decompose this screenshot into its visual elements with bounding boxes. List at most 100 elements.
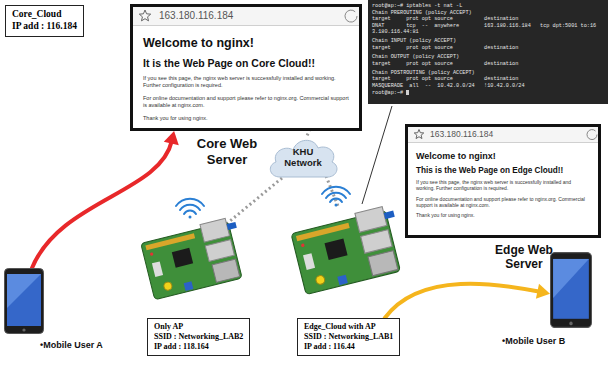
terminal-window: root@ap:~# iptables -t nat -LChain PRERO… [368,0,608,104]
led [301,243,305,247]
terminal-line: root@ap:~# iptables -t nat -L [372,3,604,10]
mobile-tablet: •Mobile User B [550,252,592,328]
wifi-symbol [322,187,350,207]
device-label: •Mobile User B [502,336,565,346]
body-text: Thank you for using nginx. [416,212,590,218]
chip [172,248,193,268]
wifi-arc [180,205,200,210]
tablet-screen [7,274,41,326]
box-heading: Core_Cloud [12,9,77,21]
terminal-line: target prot opt source destination [372,45,604,52]
flow-line [32,141,172,268]
flow-line [385,284,540,318]
tablet-device [550,252,592,328]
ethernet-port [212,259,240,282]
terminal-line: MASQUERADE all -- 10.42.0.0/24 !10.42.0.… [372,83,604,90]
terminal-line: Chain PREROUTING (policy ACCEPT) [372,10,604,17]
usb-port [361,230,392,254]
page-heading: Welcome to nginx! [143,36,349,50]
raspberry-pi [140,216,249,300]
audio-jack [184,281,194,291]
info-box: Core_CloudIP add : 116.184 [5,5,84,37]
body-text: For online documentation and support ple… [416,196,590,209]
wifi-arc [176,199,204,206]
terminal-line: root@ap:~# [372,90,604,97]
terminal-line: target prot opt source destination [372,61,604,68]
tablet-body [551,253,592,328]
home-button [22,328,25,331]
bookmark-star [139,10,150,21]
callout-line [362,106,392,204]
info-box: Edge_Cloud with APSSID : Networking_LAB1… [297,318,400,356]
screen-glare [7,274,41,308]
cloud-node: KHU Network [266,133,340,183]
reload-icon [345,10,357,22]
box-heading: Only AP [154,322,243,332]
dotted-link [224,178,282,226]
browser-icons [408,127,598,142]
terminal-cursor [406,90,409,95]
ip-address: IP add : 118.164 [154,342,243,352]
tablet-body [5,269,44,334]
connector [152,261,163,277]
body-text: For online documentation and support ple… [143,95,349,109]
terminal-line: DNAT tcp -- anywhere 163.180.116.184 tcp… [372,23,604,30]
chip [325,239,348,260]
body-text: If you see this page, the nginx web serv… [416,179,590,192]
browser-icons [133,7,359,25]
ssid: SSID : Networking_LAB1 [304,332,393,342]
tablet-screen [553,259,589,319]
wifi-arc [330,199,342,202]
wifi-dot [335,204,338,207]
tablet-device [4,268,44,334]
terminal-line: Chain OUTPUT (policy ACCEPT) [372,54,604,61]
device-label: •Mobile User A [40,340,103,350]
wifi-dot [189,216,192,219]
usb-port [205,240,234,262]
reload-icon [587,130,597,140]
body-text: Thank you for using nginx. [143,115,349,122]
dotted-link [326,176,338,206]
terminal-line: 3.180.116.44:81 [372,29,604,36]
usb-port [200,218,230,242]
wifi-symbol [176,199,204,219]
page-message: This is the Web Page on Edge Cloud!! [416,166,590,175]
browser-window: 163.180.116.184Welcome to nginx! This is … [405,124,601,238]
terminal-line: target prot opt source destination [372,76,604,83]
terminal-line: target prot opt source destination [372,16,604,23]
info-box: Only APSSID : Networking_LAB2IP add : 11… [147,318,250,356]
ip-address: IP add : 116.44 [304,342,393,352]
wifi-arc [322,187,350,194]
address-bar: 163.180.116.184 [408,127,598,143]
gpio-pins [296,223,350,241]
usb-port [355,207,387,233]
wifi-dongle [384,211,395,220]
rca-jack [315,275,325,285]
screen-glare [553,259,589,298]
cloud-outline [270,140,337,177]
address-bar: 163.180.116.184 [133,7,359,26]
ip-address: IP add : 116.184 [12,21,77,33]
flow-arrow [385,284,550,318]
terminal-line: Chain POSTROUTING (policy ACCEPT) [372,70,604,77]
raspberry-pi [290,204,408,294]
server-label: Core Web Server [186,136,268,167]
led [150,252,154,256]
page-message: It is the Web Page on Core Cloud!! [143,57,349,69]
arrow-head [536,284,550,299]
home-button [569,322,572,326]
browser-window: 163.180.116.184Welcome to nginx! It is th… [130,4,362,131]
page-heading: Welcome to nginx! [416,151,590,161]
box-heading: Edge_Cloud with AP [304,322,393,332]
server-label: Edge Web Server [478,243,570,272]
gpio-pins [145,233,195,250]
network-name: KHU Network [278,147,328,169]
audio-jack [337,275,347,285]
flow-arrow [32,131,179,268]
bookmark-star [414,130,424,139]
rca-jack [163,281,173,291]
wifi-arc [326,193,346,198]
body-text: If you see this page, the nginx web serv… [143,75,349,89]
terminal-line: Chain INPUT (policy ACCEPT) [372,38,604,45]
